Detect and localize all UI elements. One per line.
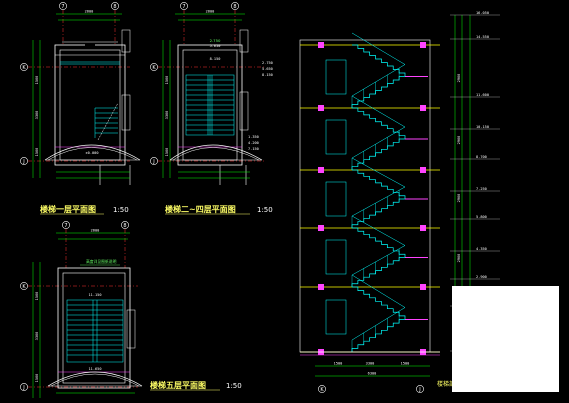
slab-section	[420, 105, 426, 111]
handrail	[351, 64, 406, 97]
level: 8.150	[210, 57, 221, 61]
plan-first-floor: 7 8 2600 K J 1500 3300 1500	[20, 2, 141, 185]
slab-section	[420, 225, 426, 231]
grid-bubble-8	[111, 2, 119, 10]
top-dimension: 2600	[91, 229, 100, 233]
plan-scale: 1:50	[226, 382, 242, 390]
level: 8.150	[262, 73, 273, 77]
story-dimension: 2900	[457, 74, 461, 83]
stair-section: 16.050 14.550 11.600 10.150 8.700 7.250 5.800 4…	[299, 11, 500, 393]
elevation-label: 16.050	[476, 11, 489, 15]
grid-label: K	[320, 387, 324, 393]
grid-label: K	[22, 284, 26, 290]
slab-section	[420, 167, 426, 173]
plan-second-to-fourth: 7 8 2600 K J 1500 3300 1500	[150, 2, 273, 185]
handrail	[351, 186, 406, 217]
grid-label: K	[22, 65, 26, 71]
slab-section	[420, 284, 426, 290]
window-opening	[325, 59, 347, 95]
story-dimension: 2900	[457, 194, 461, 203]
handrail	[351, 215, 406, 246]
plan-fifth-floor: 7 8 2600 K J 1500 3300 1500 高度详见图纸说明 11.…	[20, 221, 143, 398]
side-dim: 3300	[35, 332, 39, 341]
side-dim: 1500	[35, 292, 39, 301]
grid-label: 7	[61, 4, 64, 10]
bottom-total: 6300	[368, 372, 377, 376]
grid-label: 8	[123, 223, 126, 229]
elevation-label: 7.250	[476, 187, 487, 191]
side-dim: 3300	[35, 111, 39, 120]
top-dimension: 2600	[85, 10, 94, 14]
grid-label: J	[152, 159, 154, 165]
handrail	[351, 126, 406, 159]
elevation-label: 5.800	[476, 215, 487, 219]
slab-section	[318, 105, 324, 111]
plan-title: 楼梯一层平面图	[40, 204, 96, 214]
level-note: 高度详见图纸说明	[86, 259, 117, 264]
side-dim: 1500	[165, 76, 169, 85]
plan-scale: 1:50	[113, 206, 129, 214]
floor-level: ±0.000	[86, 151, 99, 155]
side-dim: 1500	[165, 148, 169, 157]
side-dim: 1500	[35, 148, 39, 157]
handrail	[351, 32, 406, 65]
grid-label: J	[22, 385, 24, 391]
plan-scale: 1:50	[257, 206, 273, 214]
window-opening	[325, 181, 347, 217]
bottom-dim: 1500	[334, 362, 343, 366]
grid-bubble-7	[59, 2, 67, 10]
grid-label: J	[22, 159, 24, 165]
level-note: 2.750	[210, 38, 221, 43]
story-dimension: 2900	[457, 254, 461, 263]
side-dim: 3300	[165, 111, 169, 120]
level: 7.150	[248, 147, 259, 151]
elevation-label: 14.550	[476, 35, 489, 39]
slab-section	[318, 225, 324, 231]
slab-section	[318, 42, 324, 48]
plan-title: 楼梯五层平面图	[150, 380, 206, 390]
grid-label: 7	[64, 223, 67, 229]
elevation-label: 10.150	[476, 125, 489, 129]
level: 2.750	[262, 61, 273, 65]
handrail	[351, 245, 406, 276]
side-dim: 1500	[35, 76, 39, 85]
level: 5.650	[262, 67, 273, 71]
level: 11.650	[89, 367, 102, 371]
level: 5.650	[210, 44, 221, 48]
elevation-label: 2.900	[476, 275, 487, 279]
elevation-label: 8.700	[476, 155, 487, 159]
grid-label: K	[152, 65, 156, 71]
slab-section	[318, 284, 324, 290]
window-opening	[325, 299, 347, 335]
grid-label: 7	[182, 4, 185, 10]
level: 4.200	[248, 141, 259, 145]
story-dimension: 2900	[457, 136, 461, 145]
window-opening	[325, 239, 347, 275]
grid-label: 8	[113, 4, 116, 10]
level: 11.150	[89, 293, 102, 297]
title-block	[452, 286, 559, 392]
window-opening	[325, 119, 347, 155]
grid-label: 8	[233, 4, 236, 10]
top-dimension: 2600	[206, 10, 215, 14]
grid-label: J	[418, 387, 420, 393]
bottom-dim: 3300	[366, 362, 375, 366]
elevation-label: 11.600	[476, 93, 489, 97]
slab-section	[420, 42, 426, 48]
level: 1.350	[248, 135, 259, 139]
elevation-label: 4.350	[476, 247, 487, 251]
slab-section	[318, 167, 324, 173]
side-dim: 1500	[35, 374, 39, 383]
bottom-dim: 1500	[401, 362, 410, 366]
handrail	[351, 307, 406, 341]
plan-title: 楼梯二~四层平面图	[165, 204, 236, 214]
